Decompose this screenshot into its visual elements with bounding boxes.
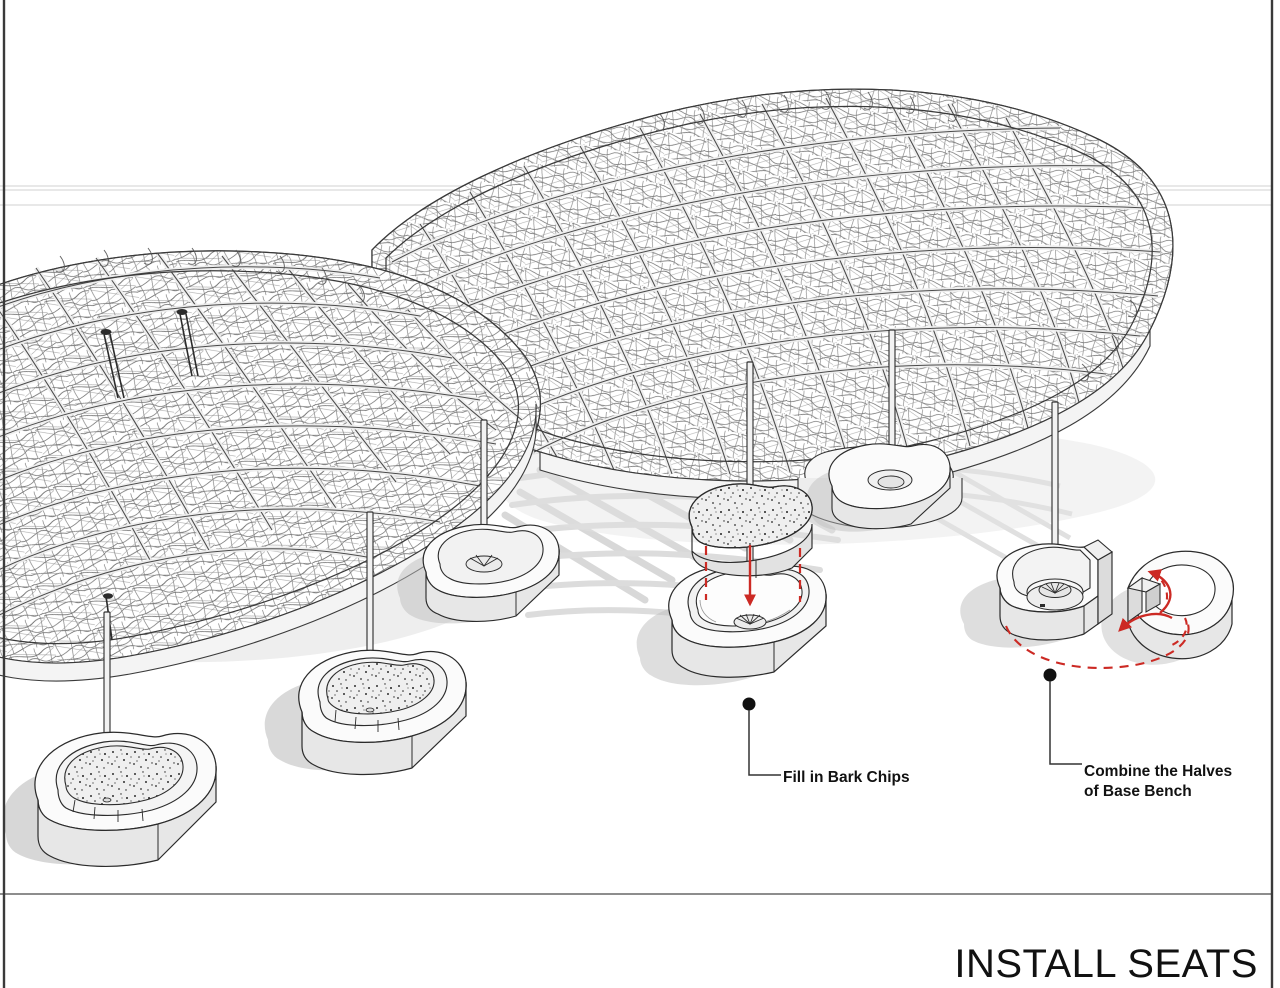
canopy-right [371, 88, 1174, 529]
annotation-fill-bark-chips-label: Fill in Bark Chips [783, 769, 910, 786]
seat-split-halves [960, 539, 1234, 670]
seat-complete-far-right [807, 443, 951, 532]
seat-complete-mid-left [264, 649, 467, 776]
bark-drop-indicator [704, 546, 802, 602]
annotation-leaders [742, 668, 1082, 776]
leader-combine-halves [1043, 668, 1082, 765]
leader-fill-bark-chips [742, 697, 781, 776]
canopy-left [0, 247, 542, 682]
seat-complete-under-canopy [397, 523, 560, 624]
rotation-arrows [1005, 569, 1190, 670]
annotation-combine-halves-line1: Combine the Halves [1084, 763, 1232, 780]
seat-exploded-bark-fill [636, 483, 827, 686]
annotation-combine-halves-line2: of Base Bench [1084, 783, 1192, 800]
sheet-title: INSTALL SEATS [954, 942, 1258, 986]
seat-complete-front-left [2, 731, 217, 867]
